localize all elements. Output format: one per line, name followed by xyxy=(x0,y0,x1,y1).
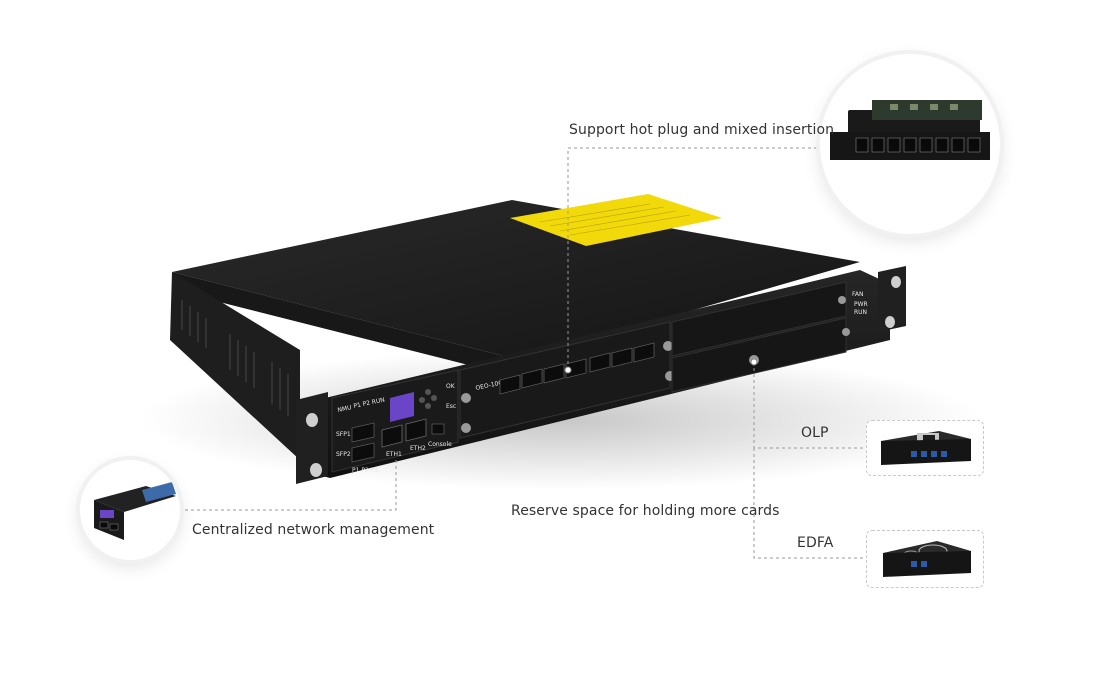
sfp2-label: SFP2 xyxy=(336,451,351,458)
callout-network-management: Centralized network management xyxy=(192,522,435,538)
nmu-card-zoom xyxy=(80,460,180,560)
empty-slot-upper xyxy=(671,281,847,357)
callout-hot-plug: Support hot plug and mixed insertion xyxy=(569,122,835,138)
rack-ear-left xyxy=(296,392,328,484)
oeo-ports xyxy=(499,342,655,395)
chassis-top xyxy=(172,200,860,360)
eth2-label: ETH2 xyxy=(410,445,426,452)
chassis-side xyxy=(172,272,520,378)
card-screw xyxy=(461,423,471,433)
edfa-card-box xyxy=(866,530,984,588)
card-screw xyxy=(663,341,673,351)
ethernet-ports xyxy=(381,418,427,448)
callout-edfa: EDFA xyxy=(797,535,834,551)
console-label: Console xyxy=(428,441,452,448)
callout-lines xyxy=(184,147,866,559)
run-label: RUN xyxy=(854,309,867,316)
nmu-card-image xyxy=(94,482,176,540)
sfp1-label: SFP1 xyxy=(336,431,351,438)
nav-keypad xyxy=(419,389,437,409)
callout-olp: OLP xyxy=(801,425,829,441)
fan-label: FAN xyxy=(852,291,864,298)
hot-plug-card-zoom xyxy=(820,54,1000,234)
olp-card-box xyxy=(866,420,984,476)
card-screw xyxy=(461,393,471,403)
line-card-image xyxy=(830,100,990,160)
warning-label xyxy=(510,194,722,246)
chassis-left-side xyxy=(170,272,300,460)
lcd-screen xyxy=(390,392,414,422)
port-row-label: P1 P2 P3 xyxy=(352,467,378,474)
nmu-label: NMU xyxy=(337,404,352,414)
ok-label: OK xyxy=(446,383,456,390)
empty-slot-lower xyxy=(671,317,847,393)
pwr-label: PWR xyxy=(854,301,868,308)
sfp-ports xyxy=(351,422,375,463)
side-vents xyxy=(181,300,289,416)
callout-reserve-space: Reserve space for holding more cards xyxy=(511,503,780,519)
oeo-card xyxy=(459,321,671,439)
edfa-card-image xyxy=(883,541,971,577)
esc-label: Esc xyxy=(446,403,456,410)
olp-card-image xyxy=(881,431,971,465)
eth1-label: ETH1 xyxy=(386,451,402,458)
console-port xyxy=(431,423,445,435)
